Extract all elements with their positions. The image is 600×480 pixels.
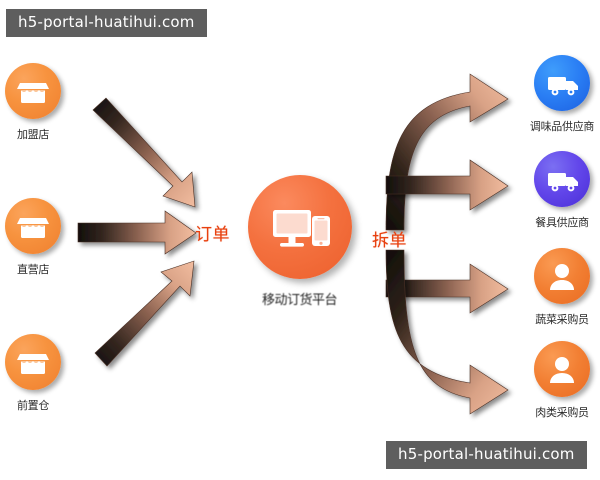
meat-buyer-bubble <box>534 341 590 397</box>
flow-label-split: 拆单 <box>372 231 407 251</box>
flow-label-order: 订单 <box>195 225 230 245</box>
storefront-icon <box>17 354 49 374</box>
seasoning-supplier-label: 调味品供应商 <box>529 120 595 133</box>
arrow-inbound-franchise <box>92 97 196 208</box>
target-node-seasoning-supplier[interactable]: 调味品供应商 <box>529 55 595 134</box>
seasoning-supplier-bubble <box>534 55 590 111</box>
arrow-inbound-direct-store <box>77 210 197 255</box>
arrow-outbound-lower-straight <box>385 263 509 314</box>
person-icon <box>550 264 574 290</box>
target-node-tableware-supplier[interactable]: 餐具供应商 <box>529 151 595 230</box>
direct-store-label: 直营店 <box>16 263 50 276</box>
source-node-franchise[interactable]: 加盟店 <box>0 63 66 142</box>
desktop-mobile-icon <box>272 210 330 247</box>
franchise-label: 加盟店 <box>16 128 50 141</box>
person-icon <box>550 357 574 383</box>
platform-label: 移动订货平台 <box>261 293 338 308</box>
target-node-vegetable-buyer[interactable]: 蔬菜采购员 <box>529 248 595 327</box>
direct-store-bubble <box>5 198 61 254</box>
arrow-outbound-upper-straight <box>385 159 509 211</box>
watermark-top: h5-portal-huatihui.com <box>6 9 207 38</box>
delivery-truck-icon <box>548 77 578 96</box>
front-warehouse-bubble <box>5 334 61 390</box>
delivery-truck-icon <box>548 173 578 192</box>
meat-buyer-label: 肉类采购员 <box>535 406 589 419</box>
franchise-bubble <box>5 63 61 119</box>
platform-bubble <box>247 175 352 279</box>
tableware-supplier-bubble <box>534 151 590 207</box>
storefront-icon <box>17 83 49 103</box>
arrow-inbound-front-warehouse <box>94 260 195 367</box>
tableware-supplier-label: 餐具供应商 <box>535 216 589 229</box>
vegetable-buyer-bubble <box>534 248 590 304</box>
vegetable-buyer-label: 蔬菜采购员 <box>535 313 589 326</box>
arrow-outbound-lower-curved <box>385 249 509 415</box>
source-node-front-warehouse[interactable]: 前置仓 <box>0 334 66 413</box>
front-warehouse-label: 前置仓 <box>16 399 50 412</box>
target-node-meat-buyer[interactable]: 肉类采购员 <box>529 341 595 420</box>
arrow-outbound-upper-curved <box>385 73 509 231</box>
storefront-icon <box>17 218 49 238</box>
watermark-bottom: h5-portal-huatihui.com <box>386 441 587 470</box>
source-node-direct-store[interactable]: 直营店 <box>0 198 66 277</box>
center-node-platform[interactable]: 移动订货平台 <box>237 175 362 308</box>
